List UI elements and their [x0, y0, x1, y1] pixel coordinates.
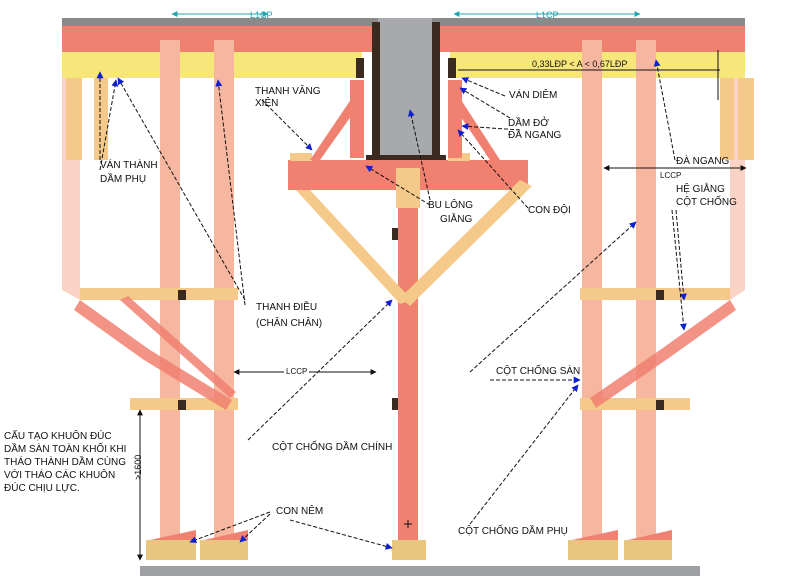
label-dam-do-2: ĐÀ NGANG: [508, 130, 562, 141]
wedge: [392, 540, 426, 560]
leader-van-diem: [461, 77, 506, 97]
leader-da-ngang: [653, 59, 676, 161]
label-cot-chong-dam-phu: CỘT CHỐNG DẦM PHỤ: [458, 526, 568, 537]
wedge: [628, 530, 672, 540]
clamp: [656, 400, 664, 410]
wedge: [146, 540, 196, 560]
label-ltop-left: L1CP: [250, 10, 273, 20]
construction-note: CẤU TẠO KHUÔN ĐÚC DẦM SÀN TOÀN KHỐI KHI …: [4, 431, 127, 494]
short-post: [66, 78, 82, 160]
strut-post: [350, 80, 364, 158]
label-range: 0,33LĐP < A < 0,67LĐP: [532, 59, 628, 69]
short-post: [738, 78, 754, 160]
clamp: [656, 290, 664, 300]
slab-yellow-left: [62, 52, 362, 78]
short-post: [94, 78, 108, 160]
leader-van-thanh-2: [99, 79, 119, 171]
wedge: [204, 530, 248, 540]
beam-side-left: [372, 22, 380, 160]
label-lccp-right: LCCP: [660, 171, 682, 180]
label-van-thanh-2: DẦM PHỤ: [100, 174, 147, 185]
main-prop-top: [396, 168, 420, 208]
label-van-diem: VÁN DIÊM: [509, 90, 558, 101]
leader-bu-long: [407, 109, 431, 201]
leader-dam-do: [459, 87, 511, 119]
x-brace: [400, 180, 532, 306]
beam-side-right: [432, 22, 440, 160]
label-he-giang-1: HỆ GIẰNG: [676, 184, 725, 195]
label-lccp-left: LCCP: [284, 366, 310, 378]
clamp: [178, 400, 186, 410]
label-van-thanh-1: VÁN THÀNH: [100, 160, 158, 171]
beam-bottom: [366, 155, 446, 162]
leader-cot-chinh: [247, 299, 393, 441]
label-he-giang-2: CỘT CHỐNG: [676, 197, 737, 208]
label-con-nem: CON NÊM: [276, 506, 324, 517]
clamp: [392, 228, 400, 240]
label-bu-long-1: BU LÔNG: [428, 200, 474, 211]
slab: [62, 18, 378, 26]
leader-cot-san: [469, 221, 637, 373]
label-da-ngang: ĐÀ NGANG: [676, 156, 730, 167]
clamp: [392, 398, 400, 410]
strut-post: [448, 80, 462, 158]
label-ltop-right: L1CP: [536, 10, 559, 20]
label-thanh-vang-2: XIÊN: [255, 98, 279, 109]
clamp: [356, 58, 364, 78]
main-beam-body: [380, 24, 432, 156]
leader-con-doi: [457, 129, 529, 209]
label-thanh-vang-1: THANH VĂNG: [255, 86, 321, 97]
label-dam-do-1: DẦM ĐỞ: [508, 118, 549, 129]
label-thanh-dieu-2: (CHÂN CHÂN): [256, 318, 323, 329]
wedge: [572, 530, 618, 540]
label-bu-long-2: GIẰNG: [440, 214, 473, 225]
leader-con-nem-2: [239, 513, 271, 543]
horizontal-tie: [80, 288, 238, 300]
label-thanh-dieu-1: THANH ĐIỀU: [256, 302, 318, 313]
clamp: [448, 58, 456, 78]
leader-con-nem-1: [189, 511, 271, 544]
slab-form-left: [62, 26, 372, 52]
short-post: [720, 78, 734, 160]
slab-form-right: [440, 26, 745, 52]
wedge: [200, 540, 248, 560]
wedge: [624, 540, 672, 560]
label-cot-chong-san: CỘT CHỐNG SÀN: [496, 366, 581, 377]
main-prop: [398, 190, 418, 540]
leader-he-giang-2: [671, 209, 687, 331]
slab-right: [432, 18, 745, 26]
leader-con-nem-3: [289, 519, 393, 550]
label-cot-chong-dam-chinh: CỘT CHỐNG DẦM CHÍNH: [272, 442, 393, 453]
beam-cap-top: [290, 153, 312, 161]
leader-dam-do-2: [461, 122, 521, 131]
horizontal-tie: [580, 288, 730, 300]
ground: [140, 566, 700, 576]
wedge: [150, 530, 196, 540]
x-brace: [296, 190, 412, 304]
leader-thanh-dieu-2: [215, 79, 246, 306]
brace: [74, 300, 232, 410]
brace: [120, 296, 236, 398]
label-con-doi: CON ĐỘI: [528, 205, 571, 216]
leader-thanh-dieu: [117, 77, 246, 301]
leader-bu-long-2: [365, 165, 431, 206]
brace: [590, 300, 736, 408]
wedge: [568, 540, 618, 560]
leader-he-giang: [675, 209, 687, 301]
leader-cot-phu: [469, 384, 579, 525]
clamp: [178, 290, 186, 300]
